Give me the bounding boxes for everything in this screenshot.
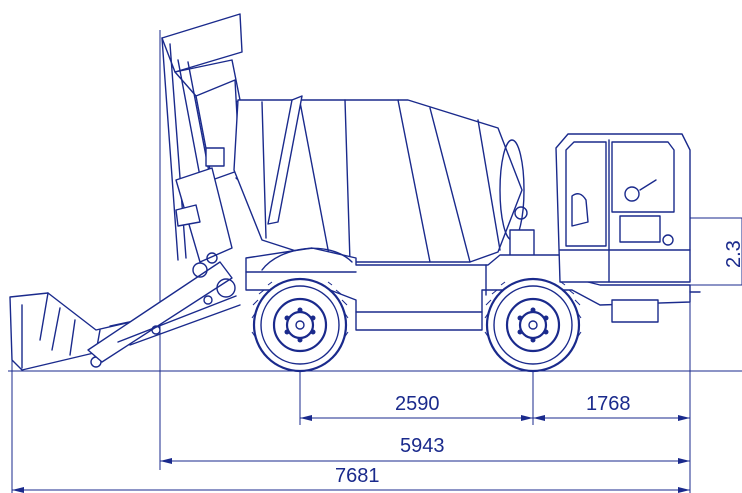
loader-arm [87, 261, 241, 363]
dim-label-7681: 7681 [335, 465, 380, 487]
cab [555, 133, 691, 283]
dim-label-5943: 5943 [400, 435, 445, 457]
front-wheel [485, 277, 581, 373]
dim-label-2-3: 2.3 [723, 240, 742, 268]
dim-label-2590: 2590 [395, 393, 440, 415]
dim-label-1768: 1768 [586, 393, 631, 415]
rear-wheel [252, 277, 348, 373]
mixer-drum [233, 95, 535, 263]
mast-and-chute [161, 13, 286, 298]
tire-treads [251, 281, 582, 339]
